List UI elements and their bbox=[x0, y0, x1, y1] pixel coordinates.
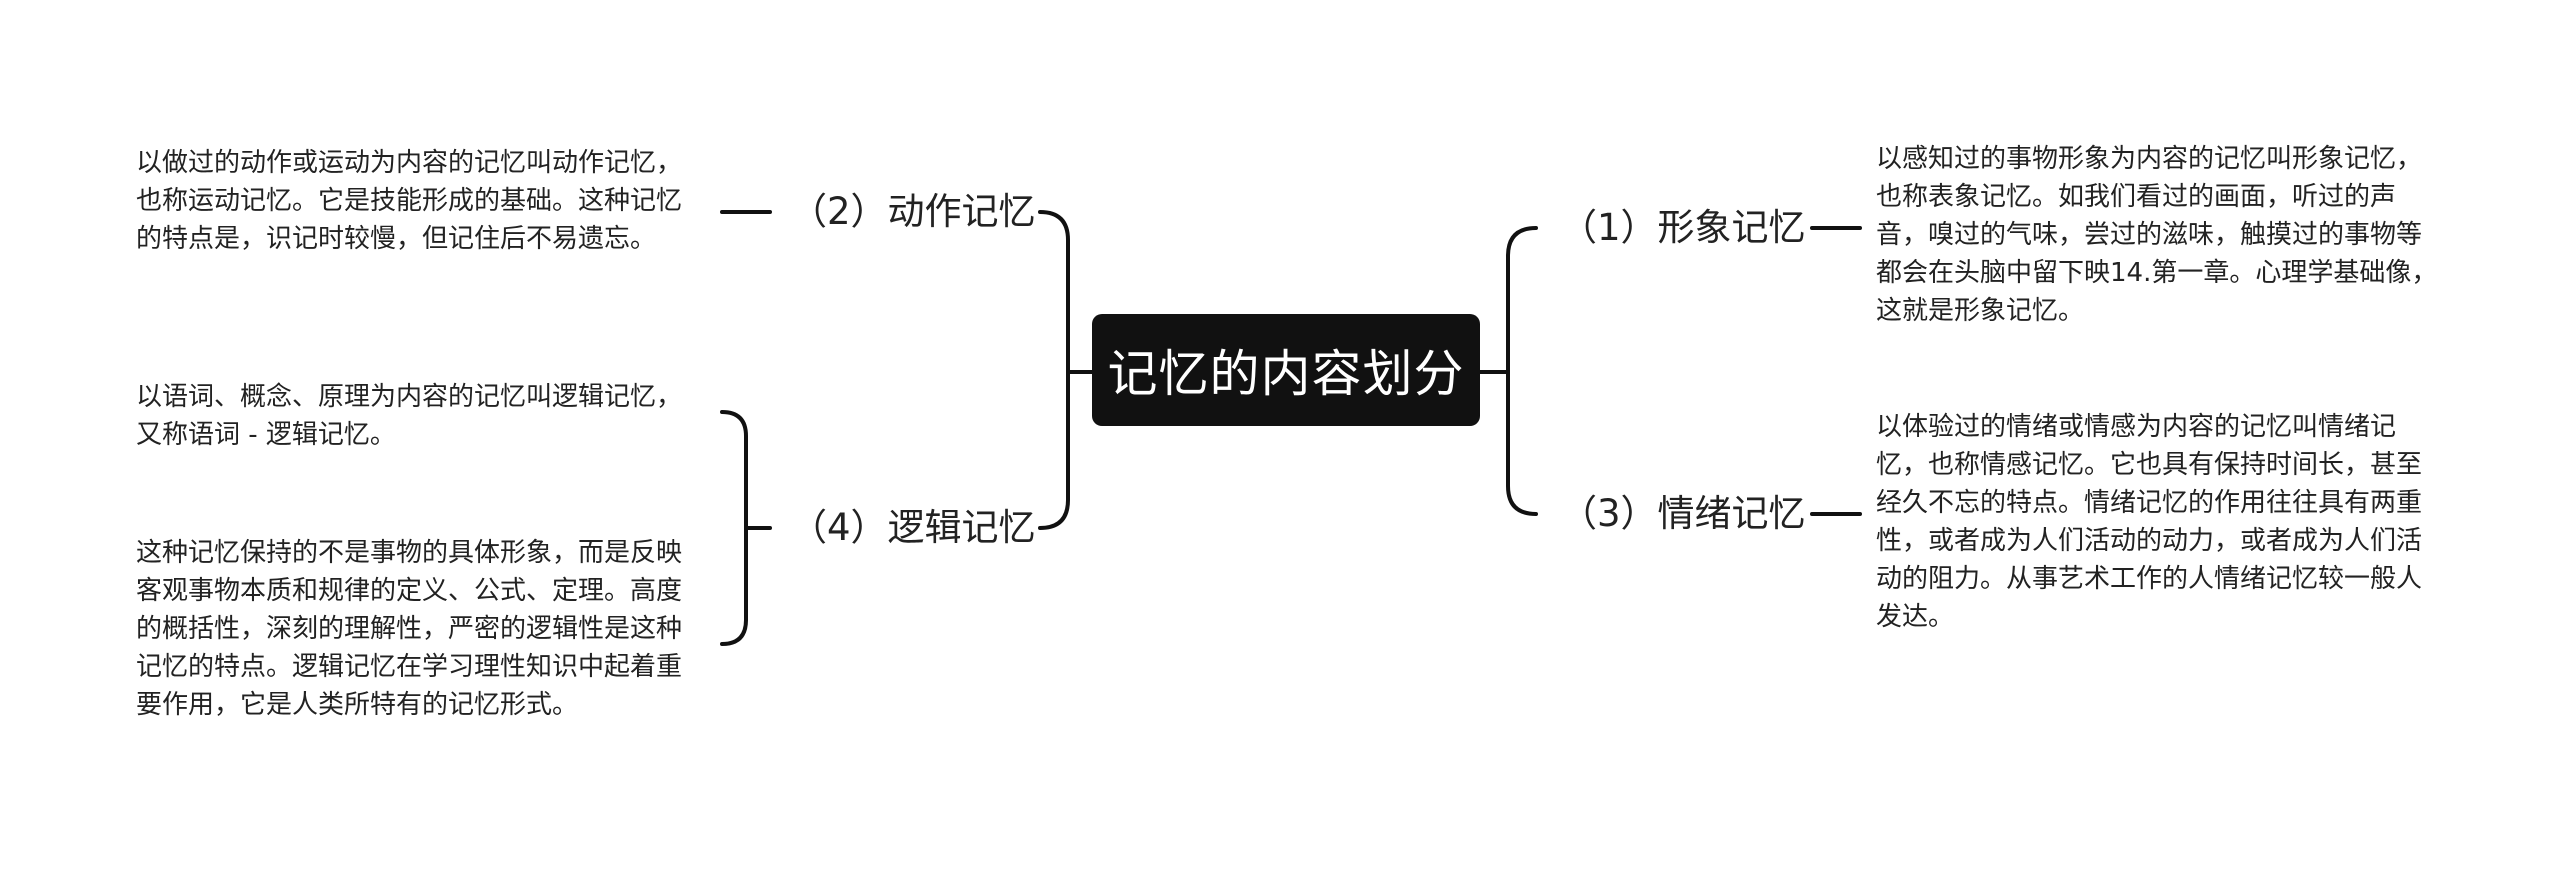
leaf-luoji-note-1[interactable]: 以语词、概念、原理为内容的记忆叫逻辑记忆，又称语词 - 逻辑记忆。 bbox=[136, 382, 683, 450]
branch-dongzuo[interactable]: （2）动作记忆 bbox=[790, 190, 1036, 233]
root-node[interactable]: 记忆的内容划分 bbox=[1092, 314, 1480, 426]
connector-luoji-bracket bbox=[720, 410, 748, 646]
branch-luoji[interactable]: （4）逻辑记忆 bbox=[790, 506, 1036, 549]
leaf-xingxiang-note[interactable]: 以感知过的事物形象为内容的记忆叫形象记忆，也称表象记忆。如我们看过的画面，听过的… bbox=[1876, 144, 2438, 326]
connector-left-bracket bbox=[1038, 210, 1070, 530]
branch-qingxu[interactable]: （3）情绪记忆 bbox=[1560, 492, 1806, 535]
leaf-luoji-note-2[interactable]: 这种记忆保持的不是事物的具体形象，而是反映客观事物本质和规律的定义、公式、定理。… bbox=[136, 538, 683, 720]
connector-right-bracket bbox=[1506, 226, 1538, 516]
leaf-qingxu-note[interactable]: 以体验过的情绪或情感为内容的记忆叫情绪记忆，也称情感记忆。它也具有保持时间长，甚… bbox=[1876, 412, 2423, 632]
leaf-dongzuo-note[interactable]: 以做过的动作或运动为内容的记忆叫动作记忆，也称运动记忆。它是技能形成的基础。这种… bbox=[136, 148, 683, 254]
root-title: 记忆的内容划分 bbox=[1107, 345, 1465, 403]
branch-xingxiang[interactable]: （1）形象记忆 bbox=[1560, 206, 1806, 249]
